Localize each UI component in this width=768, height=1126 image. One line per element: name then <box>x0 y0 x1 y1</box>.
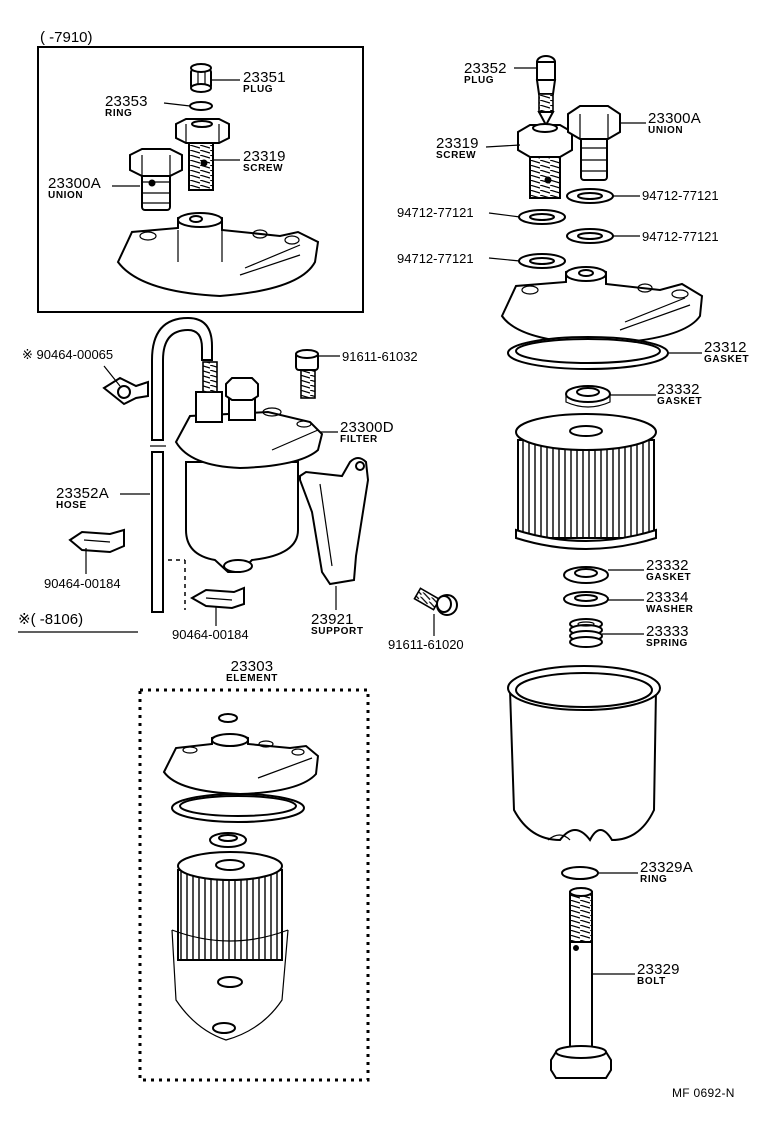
union-23300a-left-part <box>129 148 183 211</box>
part-name: GASKET <box>646 572 692 583</box>
gasket-23332-top-part <box>565 385 611 408</box>
callout-23351: 23351 PLUG <box>243 70 286 95</box>
element-kit-frame <box>138 688 370 1082</box>
screw-23319-left-part <box>175 118 230 191</box>
spring-23333-part <box>569 618 603 648</box>
clamp-90464-00065-part <box>102 376 149 406</box>
part-name: GASKET <box>704 354 750 365</box>
bolt-91611-61032-part <box>295 349 319 399</box>
part-name: SPRING <box>646 638 688 649</box>
callout-90464-00184-right: 90464-00184 <box>172 627 249 642</box>
inset-7910-frame <box>37 46 364 313</box>
part-number: 23332 <box>657 381 700 398</box>
part-number: 23352 <box>464 60 507 77</box>
part-name: BOLT <box>637 976 666 987</box>
diagram-code: MF 0692-N <box>672 1086 735 1100</box>
element-kit-parts <box>162 713 320 1041</box>
part-number: 23332 <box>646 557 689 574</box>
part-name: UNION <box>48 190 84 201</box>
callout-23332-lower: 23332 GASKET <box>646 558 691 583</box>
callout-23300a-left: 23300A UNION <box>48 176 101 201</box>
filter-bowl-part <box>507 665 661 842</box>
callout-23332-top: 23332 GASKET <box>657 382 702 407</box>
callout-23329: 23329 BOLT <box>637 962 680 987</box>
part-name: UNION <box>648 125 684 136</box>
filter-head-right-part <box>500 266 704 346</box>
part-number: 23352A <box>56 485 109 502</box>
bolt-91611-61020-part <box>413 587 458 616</box>
part-number: 23351 <box>243 69 286 86</box>
callout-23333: 23333 SPRING <box>646 624 689 649</box>
part-number: 23319 <box>243 148 286 165</box>
callout-91611-61020: 91611-61020 <box>388 637 464 652</box>
part-name: SCREW <box>436 150 477 161</box>
part-name: HOSE <box>56 500 87 511</box>
washer-94712-part <box>518 188 614 269</box>
part-number: 23300A <box>48 175 101 192</box>
part-name: ELEMENT <box>226 673 278 684</box>
union-23300a-right-part <box>567 105 621 181</box>
filter-head-inset-part <box>116 212 320 298</box>
part-number: 23312 <box>704 339 747 356</box>
plug-23351-part <box>190 63 212 93</box>
part-number: 23303 <box>230 658 274 675</box>
part-number: 23319 <box>436 135 479 152</box>
callout-23319-left: 23319 SCREW <box>243 149 286 174</box>
part-name: SUPPORT <box>311 626 364 637</box>
part-number: 23300D <box>340 419 394 436</box>
part-name: RING <box>640 874 668 885</box>
part-number: 23334 <box>646 589 689 606</box>
inset-8106-label: ※( -8106) <box>18 611 84 628</box>
part-name: RING <box>105 108 133 119</box>
callout-23319-right: 23319 SCREW <box>436 136 479 161</box>
callout-23300a-right: 23300A UNION <box>648 111 701 136</box>
part-name: GASKET <box>657 396 703 407</box>
callout-94712-b: 94712-77121 <box>397 205 474 220</box>
callout-91611-61032: 91611-61032 <box>342 349 418 364</box>
part-name: PLUG <box>243 84 274 95</box>
part-name: SCREW <box>243 163 284 174</box>
bolt-23329-part <box>550 887 612 1079</box>
filter-23300d-part <box>174 361 324 573</box>
clip-90464-00184-right-part <box>189 586 245 610</box>
ring-23353-part <box>189 101 213 111</box>
filter-element-part <box>515 413 657 550</box>
callout-90464-00065: ※ 90464-00065 <box>22 347 114 362</box>
part-number: 23333 <box>646 623 689 640</box>
part-number: 23300A <box>648 110 701 127</box>
part-number: 23921 <box>311 611 354 628</box>
support-23921-part <box>299 457 370 586</box>
hose-23352a-part <box>150 316 213 613</box>
callout-23353: 23353 RING <box>105 94 148 119</box>
callout-23312: 23312 GASKET <box>704 340 749 365</box>
callout-94712-c: 94712-77121 <box>642 229 719 244</box>
part-name: WASHER <box>646 604 694 615</box>
callout-23334: 23334 WASHER <box>646 590 694 615</box>
inset-7910-label: ( -7910) <box>40 29 93 46</box>
callout-23921: 23921 SUPPORT <box>311 612 364 637</box>
callout-94712-d: 94712-77121 <box>397 251 474 266</box>
part-number: 23329A <box>640 859 693 876</box>
part-number: 23329 <box>637 961 680 978</box>
callout-90464-00184-left: 90464-00184 <box>44 576 121 591</box>
ring-23329a-part <box>561 866 599 880</box>
gasket-23312-part <box>507 336 669 370</box>
callout-23352: 23352 PLUG <box>464 61 507 86</box>
part-number: 23353 <box>105 93 148 110</box>
plug-23352-part <box>535 55 557 128</box>
callout-23352a: 23352A HOSE <box>56 486 109 511</box>
clip-90464-00184-left-part <box>68 528 125 554</box>
callout-23303: 23303 ELEMENT <box>226 659 278 684</box>
part-name: PLUG <box>464 75 495 86</box>
gasket-23332-lower-part <box>563 566 609 584</box>
callout-23329a: 23329A RING <box>640 860 693 885</box>
callout-94712-a: 94712-77121 <box>642 188 719 203</box>
screw-23319-right-part <box>517 123 573 199</box>
part-name: FILTER <box>340 434 378 445</box>
washer-23334-part <box>563 591 609 607</box>
callout-23300d: 23300D FILTER <box>340 420 394 445</box>
